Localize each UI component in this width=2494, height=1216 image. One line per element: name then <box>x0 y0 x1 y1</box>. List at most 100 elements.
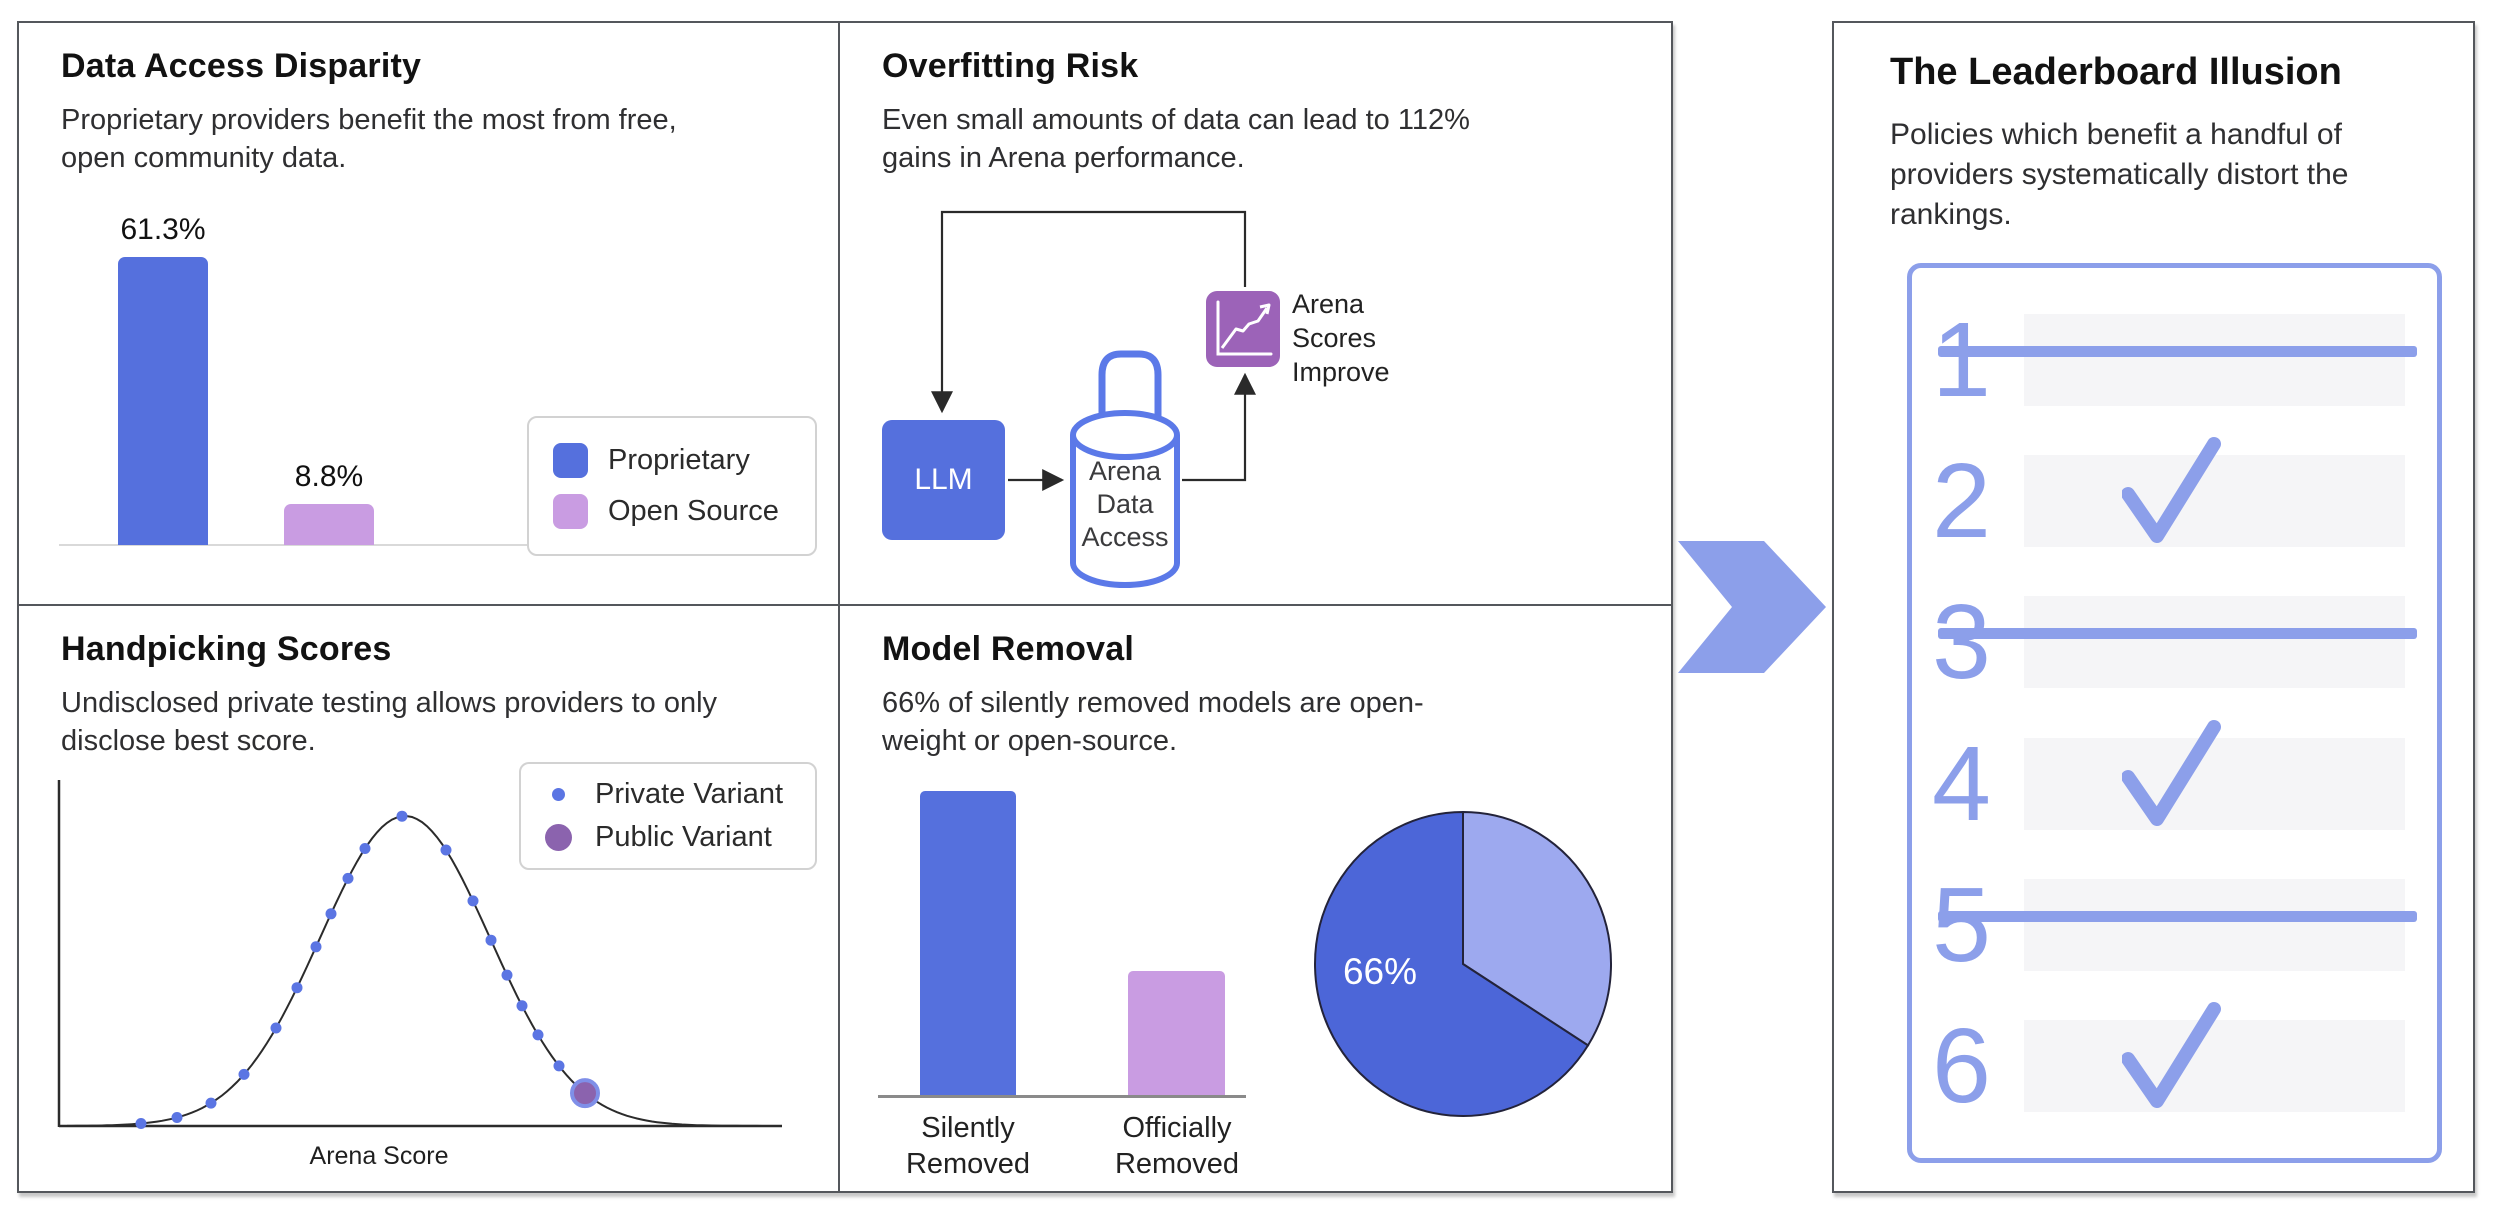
legend-label: Private Variant <box>595 778 784 810</box>
rank-number: 2 <box>1932 442 1991 561</box>
private-variant-dot <box>396 810 408 822</box>
private-variant-dot <box>359 843 371 854</box>
bar-silently-removed <box>920 791 1016 1095</box>
open-source-swatch-icon <box>553 494 588 529</box>
panel-subtitle: 66% of silently removed models are open-… <box>882 687 1424 758</box>
private-variant-dot <box>135 1118 147 1129</box>
private-variant-dot <box>440 844 452 856</box>
panel-subtitle: Even small amounts of data can lead to 1… <box>882 104 1470 175</box>
private-variant-dot <box>325 908 337 920</box>
bar-open-source <box>284 504 374 545</box>
strikethrough-line-icon <box>1938 346 2417 358</box>
row-placeholder-bar <box>2024 1019 2405 1112</box>
legend-item-proprietary: Proprietary <box>553 443 791 478</box>
leaderboard-row: 1 <box>1932 301 2419 419</box>
llm-label: LLM <box>914 463 973 496</box>
arrow-data-to-scores <box>1182 372 1256 482</box>
row-placeholder-bar <box>2024 737 2405 830</box>
rank-number: 1 <box>1932 301 1991 420</box>
panel-title: Data Access Disparity <box>61 47 422 85</box>
bar-officially-removed <box>1128 971 1225 1095</box>
panel-leaderboard-illusion: The Leaderboard Illusion Policies which … <box>1832 21 2475 1193</box>
legend-label: Public Variant <box>595 821 772 853</box>
leaderboard-row: 6 <box>1932 1001 2419 1125</box>
panel-title: Model Removal <box>882 630 1134 668</box>
rank-number: 6 <box>1932 1006 1991 1125</box>
private-variant-dot <box>342 872 354 884</box>
variant-dots <box>135 810 600 1129</box>
legend-item-open-source: Open Source <box>553 494 791 529</box>
leaderboard-row: 2 <box>1932 437 2419 561</box>
arrow-feedback-loop <box>931 210 1247 414</box>
strikethrough-line-icon <box>1938 910 2417 922</box>
panel-title: Handpicking Scores <box>61 630 392 668</box>
checkmark-icon <box>2122 719 2221 826</box>
bar-value-label: 61.3% <box>120 213 206 246</box>
legend-label: Open Source <box>608 495 779 527</box>
legend-item-public-variant: Public Variant <box>541 821 795 854</box>
private-variant-dot <box>238 1068 250 1080</box>
leaderboard-row: 4 <box>1932 719 2419 843</box>
pie-slice-66 <box>1314 810 1590 1117</box>
chart-baseline <box>878 1095 1246 1098</box>
private-variant-dot <box>310 941 322 953</box>
legend-label: Proprietary <box>608 444 750 476</box>
rank-number: 3 <box>1932 583 1991 702</box>
pie-value-label: 66% <box>1343 951 1417 992</box>
panel-subtitle: Proprietary providers benefit the most f… <box>61 104 677 175</box>
private-variant-dot <box>467 895 479 907</box>
private-variant-dot <box>553 1060 565 1072</box>
private-variant-dot <box>270 1022 282 1034</box>
bar-category-label: Officially Removed <box>1114 1112 1240 1181</box>
row-placeholder-bar <box>2024 455 2405 548</box>
llm-node: LLM <box>882 420 1005 540</box>
row-placeholder-bar <box>2024 314 2405 407</box>
chart-baseline <box>59 544 684 546</box>
private-variant-dot <box>485 934 497 946</box>
flow-arrows <box>931 210 1256 588</box>
legend-box: Proprietary Open Source <box>527 416 817 556</box>
row-placeholder-bar <box>2024 596 2405 689</box>
panel-data-access-disparity: Data Access Disparity Proprietary provid… <box>19 23 840 606</box>
chevron-right-icon <box>1678 541 1826 673</box>
strikethrough-line-icon <box>1938 628 2417 640</box>
panel-handpicking-scores: Handpicking Scores Undisclosed private t… <box>19 606 840 1191</box>
row-placeholder-bar <box>2024 878 2405 971</box>
distribution-plot <box>57 780 782 1129</box>
x-axis-label: Arena Score <box>309 1142 449 1170</box>
small-dot-icon <box>541 788 575 801</box>
database-lock-icon <box>1070 350 1180 588</box>
bar-category-label: Silently Removed <box>905 1112 1031 1181</box>
rank-number: 4 <box>1932 724 1991 843</box>
pie-chart: 66% <box>1314 810 1612 1117</box>
panel-subtitle: Undisclosed private testing allows provi… <box>61 687 718 758</box>
panel-title: The Leaderboard Illusion <box>1890 51 2342 93</box>
private-variant-dot <box>501 969 513 981</box>
leaderboard-row: 5 <box>1932 866 2419 984</box>
legend-box: Private Variant Public Variant <box>519 762 817 870</box>
panel-overfitting-risk: Overfitting Risk Even small amounts of d… <box>840 23 1671 606</box>
private-variant-dot <box>516 1000 528 1012</box>
leaderboard-box: 1 2 3 4 <box>1907 263 2442 1163</box>
checkmark-icon <box>2122 437 2221 544</box>
panel-title: Overfitting Risk <box>882 47 1139 85</box>
legend-item-private-variant: Private Variant <box>541 778 795 811</box>
bar-value-label: 8.8% <box>294 460 364 493</box>
leaderboard-row: 3 <box>1932 583 2419 701</box>
public-variant-dot <box>570 1078 600 1109</box>
private-variant-dot <box>291 982 303 994</box>
proprietary-swatch-icon <box>553 443 588 478</box>
private-variant-dot <box>532 1029 544 1041</box>
large-dot-icon <box>541 824 575 851</box>
panel-subtitle: Policies which benefit a handful of prov… <box>1890 118 2349 231</box>
checkmark-icon <box>2122 1001 2221 1108</box>
database-label: Arena Data Access <box>1081 456 1169 552</box>
bell-curve <box>67 815 772 1127</box>
private-variant-dot <box>205 1097 217 1109</box>
line-chart-up-icon <box>1206 291 1280 367</box>
bar-chart-data-access: 61.3% 8.8% <box>19 23 838 604</box>
private-variant-dot <box>171 1112 183 1123</box>
panel-model-removal: Model Removal 66% of silently removed mo… <box>840 606 1671 1191</box>
quadrant-grid: Data Access Disparity Proprietary provid… <box>17 21 1673 1193</box>
